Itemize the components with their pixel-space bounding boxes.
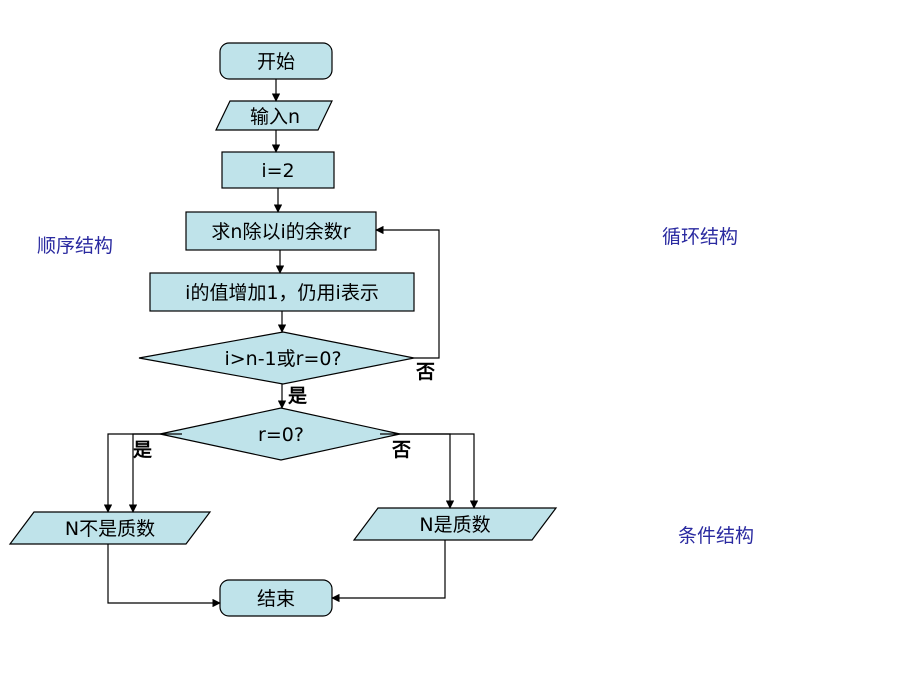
edge-label-check-no: 否 <box>391 439 411 461</box>
edge-label-loop-yes: 是 <box>288 385 307 407</box>
start-node: 开始 <box>219 42 333 80</box>
edge-notprime-end <box>107 544 221 608</box>
input-node-label: 输入n <box>250 106 300 128</box>
edge-no-inner <box>380 433 455 509</box>
remainder-check-node: r=0? <box>159 407 401 461</box>
increment-node: i的值增加1，仍用i表示 <box>149 272 415 312</box>
is-prime-node: N是质数 <box>352 507 558 541</box>
edge-label-loop-no: 否 <box>415 361 435 383</box>
remainder-check-label: r=0? <box>258 424 304 446</box>
edge-prime-end <box>331 540 446 603</box>
not-prime-label: N不是质数 <box>65 518 155 540</box>
side-label-sequence: 顺序结构 <box>37 235 113 257</box>
loop-check-node: i>n-1或r=0? <box>138 331 415 385</box>
end-node-label: 结束 <box>257 588 295 610</box>
edge-loop-back <box>375 225 440 359</box>
side-label-loop: 循环结构 <box>662 226 738 248</box>
side-label-condition: 条件结构 <box>678 525 754 547</box>
start-node-label: 开始 <box>257 51 295 73</box>
loop-check-label: i>n-1或r=0? <box>224 348 341 370</box>
input-node: 输入n <box>215 100 333 131</box>
remainder-node-label: 求n除以i的余数r <box>211 221 350 243</box>
init-node-label: i=2 <box>261 160 294 182</box>
edge-no-outer <box>400 433 479 509</box>
edge-label-check-yes: 是 <box>133 439 152 461</box>
remainder-node: 求n除以i的余数r <box>185 211 377 251</box>
init-node: i=2 <box>221 151 335 189</box>
end-node: 结束 <box>219 579 333 617</box>
increment-node-label: i的值增加1，仍用i表示 <box>185 282 379 304</box>
edge-yes-inner <box>128 433 182 513</box>
is-prime-label: N是质数 <box>419 514 490 536</box>
not-prime-node: N不是质数 <box>8 511 212 545</box>
